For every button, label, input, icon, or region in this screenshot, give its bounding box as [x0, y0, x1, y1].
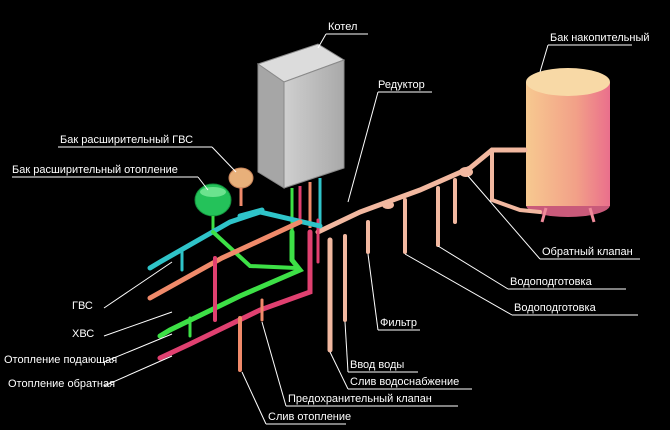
label-filtr: Фильтр: [380, 317, 417, 329]
cold-water-main: [315, 147, 542, 353]
label-vvod-vody: Ввод воды: [350, 359, 405, 371]
label-obratny-klapan: Обратный клапан: [542, 246, 633, 258]
boiler: [256, 43, 346, 232]
expansion-tank-heating: [194, 183, 232, 232]
label-reduktor: Редуктор: [378, 79, 425, 91]
label-bak-gvs: Бак расширительный ГВС: [60, 134, 194, 146]
label-sliv-vodosnabzhenie: Слив водоснабжение: [350, 376, 460, 388]
label-bak-otoplenie: Бак расширительный отопление: [12, 164, 178, 176]
label-hvs: ХВС: [72, 328, 95, 340]
pipe-hvs: [157, 229, 304, 339]
pipe-gvs: [147, 207, 323, 272]
label-sliv-otoplenie: Слив отопление: [268, 411, 352, 423]
label-otoplenie-obratnaya: Отопление обратная: [8, 378, 116, 390]
pipe-heating-supply: [147, 219, 313, 372]
label-vodopodgotovka-2: Водоподготовка: [514, 302, 596, 314]
label-bak-nakopitelny: Бак накопительный: [550, 32, 650, 44]
label-otoplenie-podayushaya: Отопление подающая: [4, 354, 118, 366]
label-gvs: ГВС: [72, 300, 93, 312]
label-predohranitelny-klapan: Предохранительный клапан: [288, 393, 432, 405]
label-kotel: Котел: [328, 21, 358, 33]
label-vodopodgotovka-1: Водоподготовка: [510, 276, 592, 288]
storage-tank: [526, 68, 610, 223]
expansion-tank-gvs: [228, 167, 254, 206]
leader-lines: [12, 33, 640, 425]
